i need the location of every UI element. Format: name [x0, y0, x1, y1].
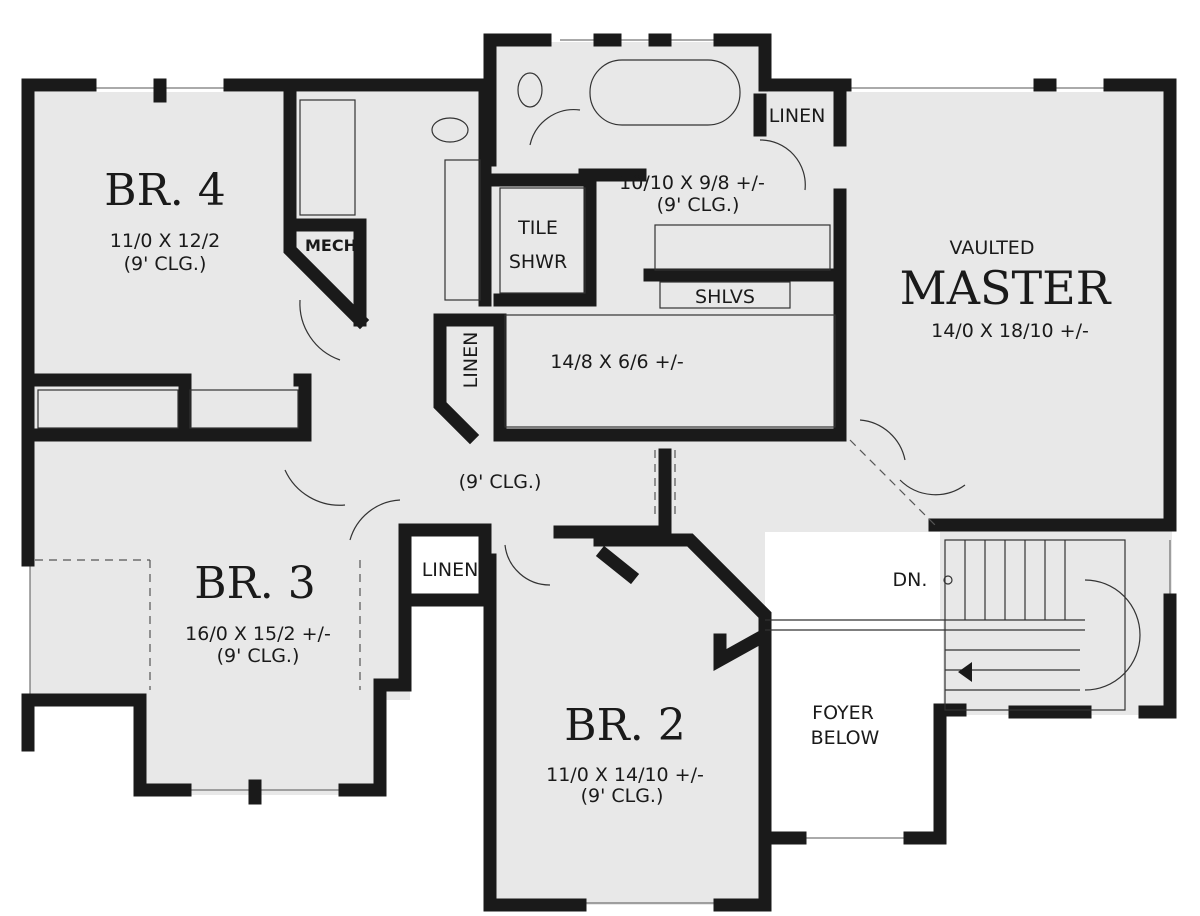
hall-ceiling: (9' CLG.): [459, 471, 542, 493]
closet-rod-icon: [37, 389, 179, 429]
linen-master-label: LINEN: [769, 105, 826, 127]
door-swing-icon: [349, 499, 401, 541]
br2-size: 11/0 X 14/10 +/-: [546, 764, 704, 786]
shelves-icon: [659, 281, 791, 309]
tile-shower-line2: SHWR: [509, 251, 567, 273]
closet-rod-icon: [189, 389, 299, 429]
mech-label: MECH: [305, 236, 357, 255]
master-note: VAULTED: [950, 237, 1035, 259]
closet-rod-icon: [504, 314, 836, 428]
foyer-line2: BELOW: [811, 727, 880, 749]
door-swing-icon: [529, 108, 581, 146]
master-size: 14/0 X 18/10 +/-: [931, 320, 1089, 342]
shelves-label: SHLVS: [695, 286, 755, 308]
shower-icon: [499, 187, 586, 294]
linen-lower-label: LINEN: [422, 559, 479, 581]
linen-hall-label: LINEN: [460, 332, 482, 389]
br4-ceiling: (9' CLG.): [124, 253, 207, 275]
stairs-down-label: DN.: [893, 569, 928, 591]
door-swing-icon: [859, 419, 906, 461]
br2-name: BR. 2: [564, 700, 685, 751]
vanity-icon: [654, 224, 831, 271]
br3-ceiling: (9' CLG.): [217, 645, 300, 667]
bathtub-icon: [589, 59, 741, 126]
door-swing-icon: [504, 544, 551, 586]
stairs-icon: [765, 539, 1141, 711]
labels: BR. 4 11/0 X 12/2 (9' CLG.) MECH TILE SH…: [104, 105, 1111, 807]
door-swing-icon: [899, 479, 966, 496]
door-swing-icon: [299, 299, 341, 361]
door-swing-icon: [759, 139, 806, 191]
fixtures: [35, 59, 1141, 711]
tile-shower-line1: TILE: [517, 217, 558, 239]
walls: [21, 33, 1177, 912]
master-bath-size: 10/10 X 9/8 +/-: [619, 172, 765, 194]
br3-size: 16/0 X 15/2 +/-: [185, 623, 331, 645]
vanity-icon: [444, 159, 481, 301]
br2-ceiling: (9' CLG.): [581, 785, 664, 807]
toilet-icon: [431, 117, 469, 143]
foyer-line1: FOYER: [812, 702, 874, 724]
toilet-icon: [517, 72, 543, 108]
door-swing-icon: [284, 469, 346, 506]
br3-name: BR. 3: [194, 558, 315, 609]
master-bath-ceiling: (9' CLG.): [657, 194, 740, 216]
master-name: MASTER: [900, 261, 1112, 315]
closet-size: 14/8 X 6/6 +/-: [550, 351, 684, 373]
br4-size: 11/0 X 12/2: [110, 230, 220, 252]
bathtub-icon: [299, 99, 356, 216]
br4-name: BR. 4: [104, 165, 225, 216]
floor-fill: [30, 42, 1172, 905]
